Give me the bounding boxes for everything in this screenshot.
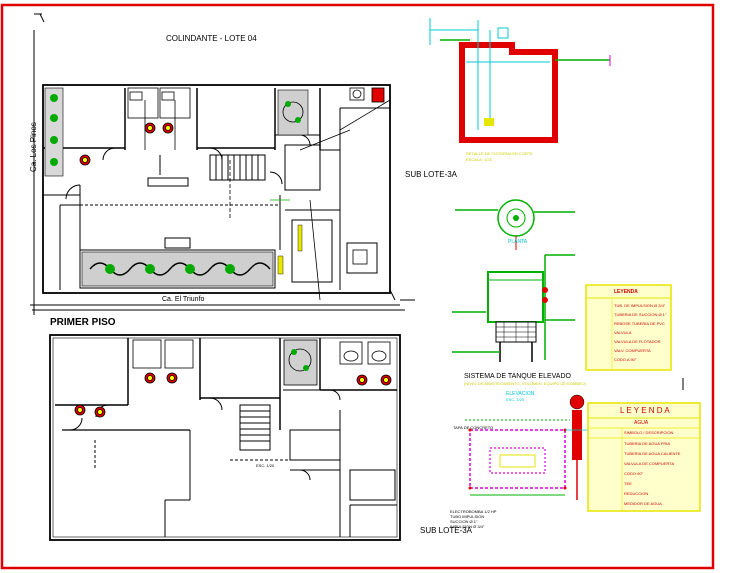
- stair-upper: [209, 154, 266, 181]
- cistern-caption: DETALLE DE CISTERNA EN CORTE: [466, 151, 533, 156]
- main-legend-header: SIMBOLO / DESCRIPCION: [624, 430, 674, 435]
- lower-fixtures: [74, 339, 392, 418]
- tank-plan-caption: PLANTA: [508, 239, 528, 245]
- stair-lower: [239, 404, 271, 451]
- cistern-scale: ESCALA: 1/25: [466, 157, 492, 162]
- small-legend-row: VALVULA: [614, 330, 632, 335]
- pump-note-4: IMPULSION Ø 3/4": [450, 524, 485, 529]
- label-stair-lower: ESC. 1/20: [256, 463, 275, 468]
- main-legend-box: [587, 402, 701, 512]
- bathrooms-upper: [79, 87, 385, 166]
- water-lines-upper: [144, 99, 391, 301]
- main-legend-row: REDUCCION: [624, 491, 649, 496]
- elevation-scale: ESC. 1/25: [506, 397, 525, 402]
- main-legend-subtitle: AGUA: [634, 420, 649, 426]
- small-legend-row: VALVULA DE FLOTADOR: [614, 339, 661, 344]
- main-legend-row: TEE: [624, 481, 632, 486]
- pump-note-3: SUCCION Ø 1": [450, 519, 478, 524]
- main-legend-row: VALVULA DE COMPUERTA: [624, 461, 675, 466]
- tank-system-subtitle: (NIVEL DE ABASTECIMIENTO, VOLUMEN, EQUIP…: [464, 381, 587, 386]
- label-street-los-pinos: Ca. Los Pinos: [29, 122, 38, 172]
- label-colindante: COLINDANTE - LOTE 04: [166, 34, 257, 43]
- main-legend-title: L E Y E N D A: [620, 406, 670, 415]
- small-legend-title: LEYENDA: [614, 289, 638, 295]
- main-legend-row: TUBERIA DE AGUA CALIENTE: [624, 451, 681, 456]
- pump-note-1: ELECTROBOMBA 1/2 HP: [450, 509, 497, 514]
- small-legend-box: [585, 284, 672, 371]
- main-legend-row: MEDIDOR DE AGUA: [624, 501, 662, 506]
- tank-plan-view: [455, 199, 575, 250]
- small-legend-row: REBOSE TUBERIA DE PVC: [614, 321, 665, 326]
- sheet-border: [0, 3, 715, 570]
- pump-note-2: TUBO IMPULSION: [450, 514, 485, 519]
- elevation-caption: ELEVACION: [506, 391, 535, 397]
- main-legend-row: CODO 90°: [624, 471, 644, 476]
- gardens-upper: [44, 87, 309, 287]
- small-legend-row: VALV. COMPUERTA: [614, 348, 651, 353]
- small-legend-row: TUBERIA DE SUCCION Ø 1": [614, 312, 667, 317]
- elevated-tank-system: [452, 254, 575, 362]
- main-legend-row: TUBERIA DE AGUA FRIA: [624, 441, 671, 446]
- label-primer-piso: PRIMER PISO: [50, 317, 116, 328]
- upper-floor-plan: [30, 13, 415, 315]
- elevation-lid-label: TAPA DE CONCRETO: [453, 425, 494, 430]
- label-street-el-triunfo: Ca. El Triunfo: [162, 296, 205, 303]
- small-legend-row: CODO A 90°: [614, 357, 637, 362]
- elevation-detail: [465, 419, 570, 496]
- lower-floor-plan: [49, 334, 401, 541]
- small-legend-row: TUB. DE IMPULSION Ø 3/4": [614, 303, 666, 308]
- label-sublote-upper: SUB LOTE-3A: [405, 170, 458, 179]
- label-sublote-lower: SUB LOTE-3A: [420, 526, 473, 535]
- cistern-section-detail: [429, 18, 611, 143]
- pump-column: [565, 378, 684, 500]
- tank-system-title: SISTEMA DE TANQUE ELEVADO: [464, 373, 571, 380]
